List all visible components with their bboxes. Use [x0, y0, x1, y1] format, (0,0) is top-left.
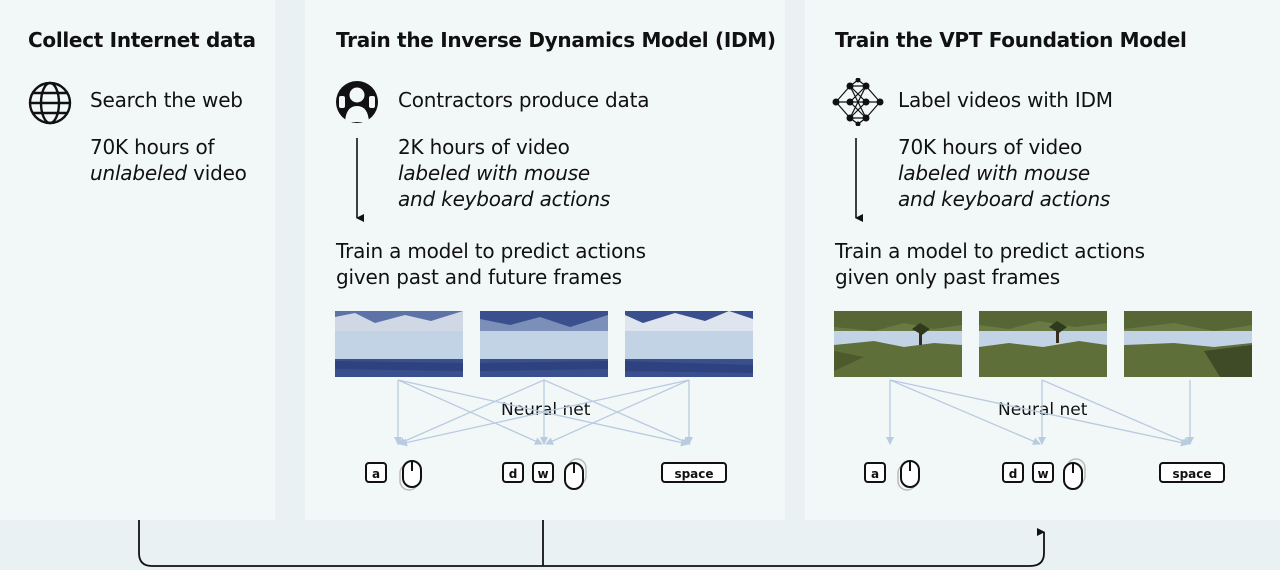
- idm-video-frame-3: [625, 311, 753, 377]
- idm-key-w: w: [532, 462, 554, 483]
- vpt-video-frame-1: [834, 311, 962, 377]
- idm-mouse-icon-2: [564, 458, 587, 490]
- vpt-key-space: space: [1159, 462, 1225, 483]
- idm-key-space: space: [661, 462, 727, 483]
- collect-detail-line1: 70K hours of: [90, 135, 215, 159]
- collect-step: Search the web: [90, 88, 243, 112]
- vpt-detail-line1: 70K hours of video: [898, 135, 1083, 159]
- vpt-key-a: a: [864, 462, 886, 483]
- idm-video-frame-1: [335, 311, 463, 377]
- neural-network-icon: [832, 78, 884, 126]
- idm-step: Contractors produce data: [398, 88, 650, 112]
- idm-key-d: d: [502, 462, 524, 483]
- vpt-key-w: w: [1032, 462, 1054, 483]
- collect-unlabeled-word: unlabeled: [90, 161, 187, 185]
- idm-detail-line2: labeled with mouse: [398, 161, 591, 185]
- idm-key-a: a: [365, 462, 387, 483]
- vpt-train-line2: given only past frames: [835, 265, 1060, 289]
- vpt-detail-line2: labeled with mouse: [898, 161, 1091, 185]
- idm-train-line1: Train a model to predict actions: [336, 239, 646, 263]
- vpt-video-frame-2: [979, 311, 1107, 377]
- vpt-neural-net-lines: [886, 379, 1194, 447]
- headset-person-icon: [336, 81, 378, 123]
- column-background-idm: [305, 0, 785, 520]
- vpt-mouse-icon-1: [897, 460, 920, 491]
- idm-detail-line3: and keyboard actions: [398, 187, 611, 211]
- vpt-mouse-icon-2: [1063, 458, 1086, 490]
- idm-heading: Train the Inverse Dynamics Model (IDM): [336, 28, 776, 52]
- vpt-heading: Train the VPT Foundation Model: [835, 28, 1187, 52]
- collect-detail-line2: unlabeled video: [90, 160, 247, 186]
- vpt-neural-net-label: Neural net: [998, 400, 1088, 420]
- collect-video-word: video: [186, 161, 247, 185]
- idm-neural-net-label: Neural net: [501, 400, 591, 420]
- vpt-detail-line3: and keyboard actions: [898, 187, 1111, 211]
- idm-detail-line1: 2K hours of video: [398, 135, 570, 159]
- vpt-key-d: d: [1002, 462, 1024, 483]
- collect-heading: Collect Internet data: [28, 28, 256, 52]
- collect-to-vpt-connector: [138, 520, 1045, 567]
- idm-video-frame-2: [480, 311, 608, 377]
- vpt-step: Label videos with IDM: [898, 88, 1113, 112]
- idm-mouse-icon-1: [399, 460, 422, 491]
- vpt-video-frame-3: [1124, 311, 1252, 377]
- globe-icon: [28, 81, 72, 125]
- vpt-train-line1: Train a model to predict actions: [835, 239, 1145, 263]
- idm-neural-net-lines: [394, 379, 693, 447]
- idm-train-line2: given past and future frames: [336, 265, 622, 289]
